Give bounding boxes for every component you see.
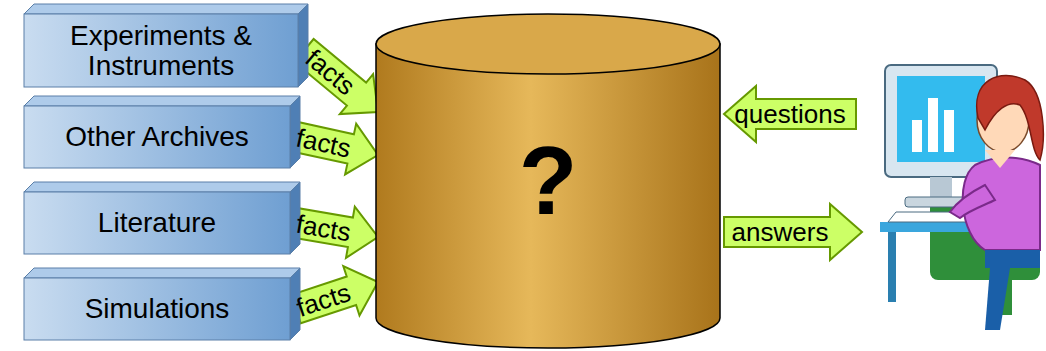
source-label: Other Archives xyxy=(57,118,257,155)
source-slab: Literature xyxy=(24,192,290,254)
source-slab: Experiments & Instruments xyxy=(24,14,298,87)
source-label: Experiments & Instruments xyxy=(24,17,298,84)
answers-arrow xyxy=(724,204,862,260)
facts-arrow xyxy=(291,266,378,323)
facts-arrow xyxy=(293,122,378,174)
database-cylinder: ? xyxy=(376,14,720,348)
source-slab: Other Archives xyxy=(24,106,290,168)
source-label: Literature xyxy=(90,204,224,241)
arrow-label: answers xyxy=(732,219,829,245)
source-slab: Simulations xyxy=(24,278,290,340)
questions-arrow xyxy=(724,86,856,142)
person-at-computer xyxy=(880,65,1043,330)
edge-label: facts xyxy=(294,279,354,321)
unknown-mark: ? xyxy=(519,133,578,229)
arrow-label: questions xyxy=(734,101,845,127)
facts-arrow xyxy=(294,207,379,258)
source-label: Simulations xyxy=(77,290,238,327)
edge-label: facts xyxy=(294,124,353,161)
